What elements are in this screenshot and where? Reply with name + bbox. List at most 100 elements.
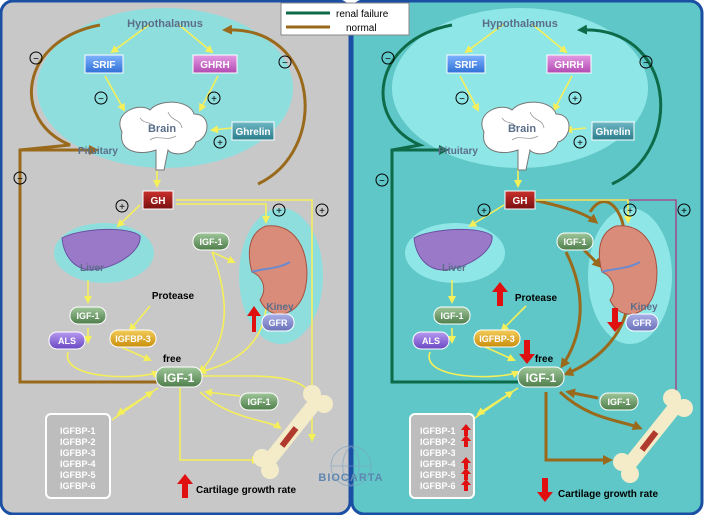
right-igf1-kidney-box[interactable] — [556, 232, 594, 251]
left-igfbp-list: IGFBP-1 IGFBP-2 IGFBP-3 IGFBP-4 IGFBP-5 … — [60, 426, 96, 491]
right-liver-label: Liver — [442, 263, 466, 274]
right-kidney-label: Kiney — [630, 302, 658, 313]
left-bone-icon — [253, 385, 333, 479]
left-ghrelin-label: Ghrelin — [235, 127, 270, 138]
right-sign-minus-1: − — [385, 54, 391, 65]
left-ghrelin-box[interactable] — [231, 121, 275, 141]
right-signs: − − − + + − + + + — [375, 51, 691, 217]
left-kidney-icon — [248, 225, 308, 315]
left-als-box[interactable] — [48, 331, 86, 350]
left-igfbp-3: IGFBP-3 — [60, 448, 96, 458]
left-pituitary-label: Pituitary — [78, 146, 118, 157]
right-sign-plus-3: + — [481, 206, 487, 217]
right-sign-minus-4: − — [379, 176, 385, 187]
right-igf1-free-box[interactable] — [517, 366, 565, 388]
left-sign-plus-4: + — [276, 206, 282, 217]
legend-box — [280, 2, 410, 36]
left-gfr-box[interactable] — [261, 313, 295, 332]
left-gh-label: GH — [151, 196, 166, 207]
left-igfbp-1: IGFBP-1 — [60, 426, 96, 436]
right-ghrh-label: GHRH — [554, 60, 583, 71]
right-igfbp3-label: IGFBP-3 — [479, 334, 515, 344]
left-gfr-label: GFR — [269, 318, 288, 328]
legend-normal-label: normal — [346, 23, 377, 34]
left-igf1-kidney-box[interactable] — [192, 232, 230, 251]
right-ghrelin-box[interactable] — [591, 121, 635, 141]
right-ghrelin-label: Ghrelin — [595, 127, 630, 138]
right-igf1-bone-label: IGF-1 — [607, 397, 630, 407]
right-igfbp-5: IGFBP-5 — [420, 470, 456, 480]
right-igfbp-4: IGFBP-4 — [420, 459, 456, 469]
right-igf1-bone-box[interactable] — [599, 392, 639, 411]
left-sign-plus-5: + — [319, 206, 325, 217]
right-igfbp-6: IGFBP-6 — [420, 481, 456, 491]
left-sign-plus-3: + — [119, 202, 125, 213]
right-brown-arrows — [533, 198, 643, 465]
left-igf1-liver-box[interactable] — [69, 306, 107, 325]
right-liver-icon — [413, 229, 493, 271]
left-igfbp-4: IGFBP-4 — [60, 459, 96, 469]
right-srif-box[interactable] — [446, 54, 486, 74]
right-sign-plus-1: + — [572, 94, 578, 105]
left-liver-icon — [61, 229, 141, 271]
left-sign-minus-1: − — [33, 54, 39, 65]
left-hypothalamus-label: Hypothalamus — [127, 18, 203, 30]
right-protease-increase-icon — [492, 282, 508, 306]
right-igfbp3-box[interactable] — [473, 329, 521, 348]
left-free-label: free — [163, 354, 182, 365]
right-yellow-arrows — [428, 23, 632, 421]
right-gh-label: GH — [513, 196, 528, 207]
left-liver-label: Liver — [80, 263, 104, 274]
left-igf1-bone-label: IGF-1 — [247, 397, 270, 407]
right-hypothalamus-label: Hypothalamus — [482, 18, 558, 30]
right-als-box[interactable] — [412, 331, 450, 350]
left-signs: − − − + + − + + + — [13, 51, 329, 217]
right-sign-plus-4: + — [627, 206, 633, 217]
left-igf1-liver-label: IGF-1 — [76, 311, 99, 321]
right-sign-plus-5: + — [681, 206, 687, 217]
biocarta-watermark: BIOCARTA — [318, 472, 383, 484]
biocarta-logo: BIOCARTA — [318, 445, 383, 487]
left-igfbp-6: IGFBP-6 — [60, 481, 96, 491]
left-ghrh-box[interactable] — [192, 54, 238, 74]
right-pituitary-label: Pituitary — [438, 146, 478, 157]
right-igf1-free-label: IGF-1 — [526, 371, 557, 385]
right-brain-label: Brain — [508, 123, 536, 135]
left-igf1-negative-feedback — [18, 23, 158, 384]
left-brain-icon — [119, 101, 208, 171]
left-igfbp3-label: IGFBP-3 — [115, 334, 151, 344]
left-sign-plus-2: + — [217, 138, 223, 149]
left-igfbp3-box[interactable] — [109, 329, 157, 348]
right-cartilage-label: Cartilage growth rate — [558, 489, 658, 500]
left-sign-minus-3: − — [98, 94, 104, 105]
right-ghrh-box[interactable] — [546, 54, 592, 74]
left-gh-to-hypothalamus-feedback — [222, 24, 307, 186]
right-gfr-box[interactable] — [625, 313, 659, 332]
left-als-label: ALS — [58, 336, 76, 346]
left-igfbp-list-box — [45, 413, 111, 499]
right-cartilage-decrease-icon — [537, 478, 553, 502]
left-gh-box[interactable] — [142, 190, 174, 210]
legend-renal-failure-label: renal failure — [336, 9, 389, 20]
left-srif-box[interactable] — [84, 54, 124, 74]
right-igfbp-list: IGFBP-1 IGFBP-2 IGFBP-3 IGFBP-4 IGFBP-5 … — [420, 426, 456, 491]
right-igf1-liver-box[interactable] — [433, 306, 471, 325]
left-igf1-free-box[interactable] — [155, 366, 203, 388]
right-igfbp-list-box — [409, 413, 475, 499]
left-brain-label: Brain — [148, 123, 176, 135]
right-sign-plus-2: + — [577, 138, 583, 149]
right-protease-label: Protease — [515, 293, 558, 304]
right-sign-minus-2: − — [643, 58, 649, 69]
left-cartilage-increase-icon — [177, 474, 193, 498]
left-ghrh-label: GHRH — [200, 60, 229, 71]
left-igf1-bone-box[interactable] — [239, 392, 279, 411]
right-igf1-negative-feedback — [381, 23, 518, 384]
right-als-label: ALS — [422, 336, 440, 346]
right-gh-box[interactable] — [504, 190, 536, 210]
left-cartilage-label: Cartilage growth rate — [196, 485, 296, 496]
right-igfbp-1: IGFBP-1 — [420, 426, 456, 436]
left-sign-minus-2: − — [282, 58, 288, 69]
right-gfr-decrease-icon — [607, 308, 623, 332]
